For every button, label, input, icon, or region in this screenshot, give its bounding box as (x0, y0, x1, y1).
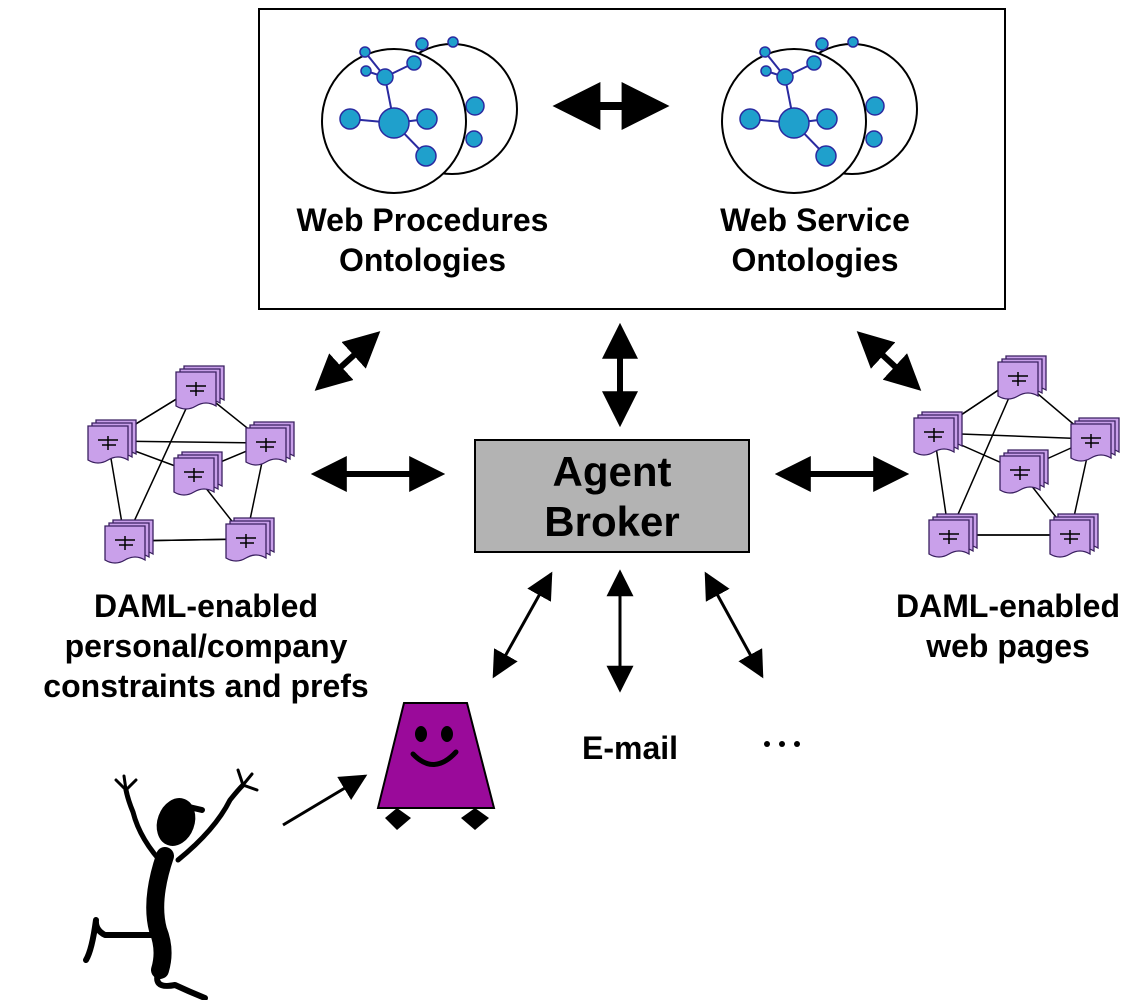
web-procedures-ontologies-label: Web Procedures Ontologies (270, 200, 575, 280)
ontology-graph-icon (721, 36, 918, 194)
document-stack-icon (245, 421, 295, 466)
left-ontology-arrow (314, 331, 381, 391)
ontology-graph-icon (321, 36, 518, 194)
document-stack-icon (1070, 417, 1120, 462)
user-agent-arrow (282, 774, 368, 827)
right-ontology-arrow (856, 331, 922, 391)
agent-broker-arrow (492, 571, 553, 679)
web-procedures-line-1: Web Procedures (296, 202, 549, 238)
document-stack-icon (999, 449, 1049, 494)
dancing-person-icon (83, 768, 259, 1001)
document-stack-icon (997, 355, 1047, 400)
document-network-personal (87, 365, 295, 564)
daml-personal-line-1: DAML-enabled (94, 588, 318, 624)
daml-personal-label: DAML-enabled personal/company constraint… (0, 586, 412, 706)
web-service-line-1: Web Service (720, 202, 910, 238)
ellipsis-dots (764, 741, 800, 747)
document-network-webpages (913, 355, 1120, 558)
document-stack-icon (928, 513, 978, 558)
agent-broker-line-1: Agent (552, 448, 672, 495)
other-broker-arrow (704, 571, 764, 679)
daml-personal-line-2: personal/company (64, 628, 348, 664)
daml-web-pages-line-1: DAML-enabled (896, 588, 1120, 624)
document-stack-icon (175, 365, 225, 410)
document-stack-icon (1049, 513, 1099, 558)
document-stack-icon (913, 411, 963, 456)
web-service-line-2: Ontologies (731, 242, 899, 278)
email-label: E-mail (581, 730, 679, 766)
document-stack-icon (225, 517, 275, 562)
agent-broker-box: Agent Broker (474, 439, 750, 553)
agent-broker-line-2: Broker (544, 498, 680, 545)
document-stack-icon (173, 451, 223, 496)
agent-character-icon (376, 702, 496, 830)
document-stack-icon (87, 419, 137, 464)
agent-broker-label: Agent Broker (476, 447, 748, 547)
daml-personal-line-3: constraints and prefs (43, 668, 369, 704)
daml-web-pages-line-2: web pages (926, 628, 1090, 664)
document-stack-icon (104, 519, 154, 564)
web-service-ontologies-label: Web Service Ontologies (670, 200, 960, 280)
daml-web-pages-label: DAML-enabled web pages (873, 586, 1143, 666)
web-procedures-line-2: Ontologies (338, 242, 507, 278)
